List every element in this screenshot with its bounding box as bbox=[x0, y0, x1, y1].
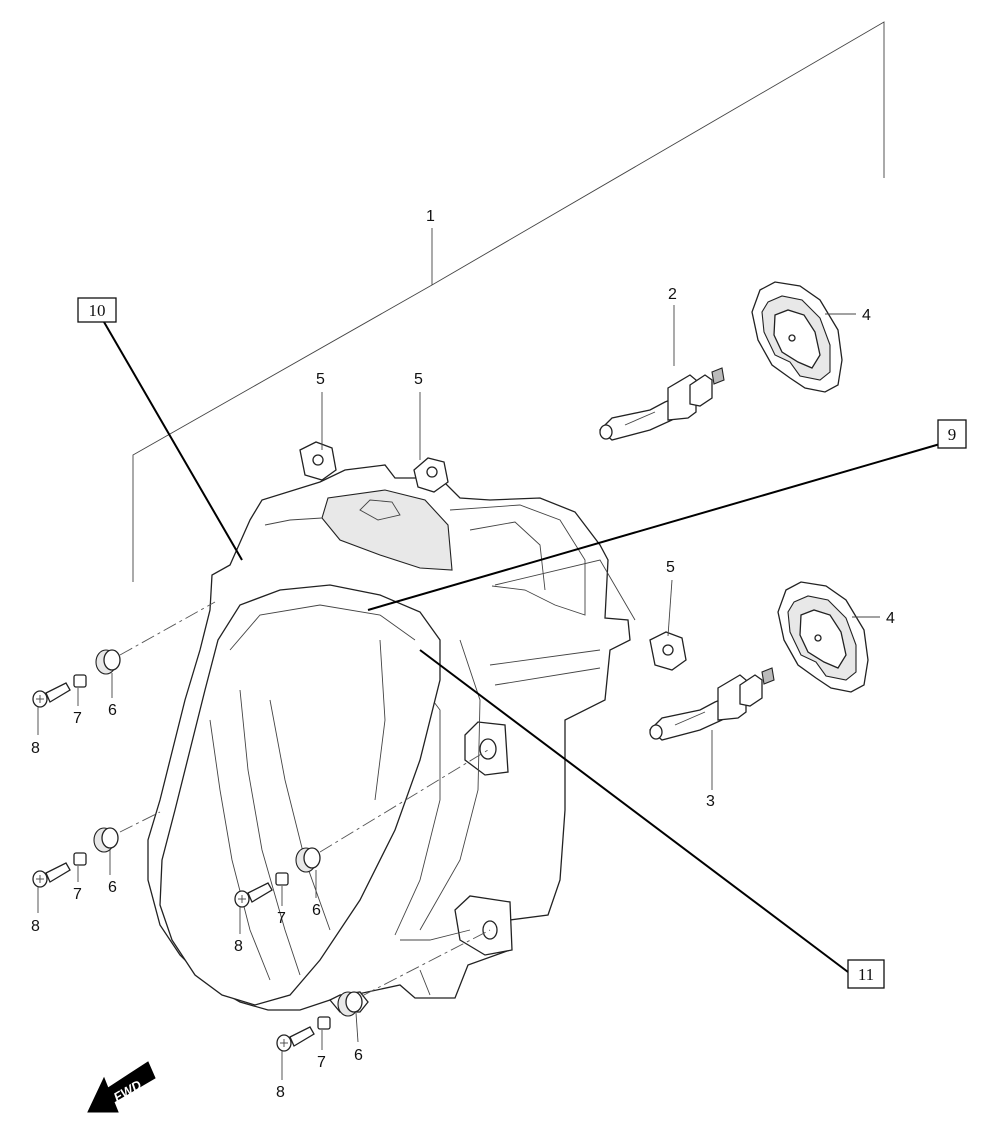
boxed-callout-11: 11 bbox=[847, 959, 885, 989]
callout-1: 1 bbox=[426, 208, 435, 225]
bulb-icon bbox=[649, 667, 775, 741]
boxed-callout-10-label: 10 bbox=[89, 301, 106, 320]
boxed-callout-9-label: 9 bbox=[948, 425, 957, 444]
collar-icon bbox=[73, 852, 87, 866]
callout-5-middle: 5 bbox=[414, 371, 423, 388]
cover-cap-icon bbox=[751, 281, 843, 393]
callout-8-c: 8 bbox=[234, 938, 243, 955]
grommet-icon bbox=[295, 847, 321, 873]
callout-2: 2 bbox=[668, 286, 677, 303]
bulb-icon bbox=[599, 367, 725, 441]
callout-8-a: 8 bbox=[31, 740, 40, 757]
callout-6-c: 6 bbox=[312, 902, 321, 919]
grommet-icon bbox=[337, 991, 363, 1017]
boxed-callout-10: 10 bbox=[77, 297, 117, 323]
callout-6-a: 6 bbox=[108, 702, 117, 719]
callout-7-c: 7 bbox=[277, 910, 286, 927]
callout-labels: 1 2 3 4 4 5 5 5 6 6 6 6 7 7 7 7 8 8 8 8 bbox=[31, 208, 895, 1101]
callout-5-right: 5 bbox=[666, 559, 675, 576]
screw-icon bbox=[32, 862, 71, 888]
callout-7-b: 7 bbox=[73, 886, 82, 903]
callout-6-b: 6 bbox=[108, 879, 117, 896]
screw-icon bbox=[276, 1026, 315, 1052]
screw-icon bbox=[32, 682, 71, 708]
callout-8-b: 8 bbox=[31, 918, 40, 935]
clip-icon bbox=[299, 441, 337, 481]
boxed-callout-9: 9 bbox=[937, 419, 967, 449]
callout-4-lower: 4 bbox=[886, 610, 895, 627]
assembly-bracket bbox=[132, 21, 885, 582]
screw-icon bbox=[234, 882, 273, 908]
boxed-callout-11-label: 11 bbox=[858, 965, 874, 984]
leader-lines bbox=[37, 305, 941, 1080]
callout-5-left: 5 bbox=[316, 371, 325, 388]
grommet-icon bbox=[95, 649, 121, 675]
alignment-lines bbox=[119, 601, 491, 997]
collar-icon bbox=[275, 872, 289, 886]
callout-4-upper: 4 bbox=[862, 307, 871, 324]
clip-icon bbox=[413, 457, 449, 493]
collar-icon bbox=[317, 1016, 331, 1030]
callout-8-d: 8 bbox=[276, 1084, 285, 1101]
callout-6-d: 6 bbox=[354, 1047, 363, 1064]
headlight-housing-icon bbox=[147, 464, 636, 1013]
callout-7-a: 7 bbox=[73, 710, 82, 727]
fwd-arrow-icon: FWD bbox=[87, 1061, 156, 1113]
callout-3: 3 bbox=[706, 793, 715, 810]
cover-cap-icon bbox=[777, 581, 869, 693]
clip-icon bbox=[649, 631, 687, 671]
callout-7-d: 7 bbox=[317, 1054, 326, 1071]
collar-icon bbox=[73, 674, 87, 688]
grommet-icon bbox=[93, 827, 119, 853]
